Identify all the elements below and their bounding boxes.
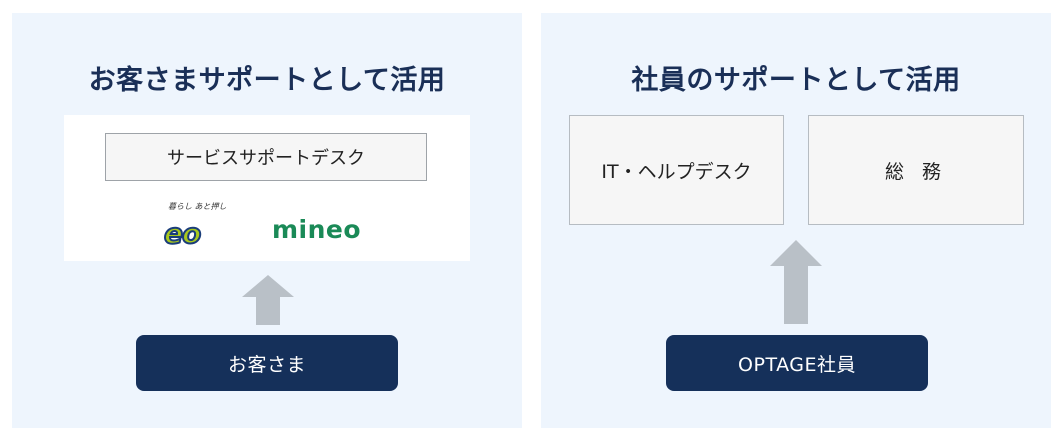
customer-support-panel: お客さまサポートとして活用 サービスサポートデスク 暮らし あと押し eo mi…	[12, 13, 522, 428]
service-logos-box: サービスサポートデスク 暮らし あと押し eo mineo	[64, 115, 470, 261]
employee-support-panel: 社員のサポートとして活用 IT・ヘルプデスク 総 務 OPTAGE社員	[541, 13, 1051, 428]
customer-button[interactable]: お客さま	[136, 335, 398, 391]
eo-logo: 暮らし あと押し eo	[163, 201, 242, 251]
eo-logo-tagline: 暮らし あと押し	[168, 202, 227, 211]
general-affairs-box: 総 務	[808, 115, 1024, 225]
up-arrow-icon	[242, 275, 294, 325]
eo-logo-mark: eo	[163, 216, 202, 251]
mineo-logo-text: mineo	[272, 215, 362, 244]
it-helpdesk-box: IT・ヘルプデスク	[569, 115, 784, 225]
mineo-logo: mineo	[272, 215, 361, 244]
service-support-desk-box: サービスサポートデスク	[105, 133, 427, 181]
up-arrow-icon	[770, 240, 822, 324]
customer-support-title: お客さまサポートとして活用	[88, 65, 446, 96]
employee-button[interactable]: OPTAGE社員	[666, 335, 928, 391]
employee-support-title: 社員のサポートとして活用	[631, 65, 961, 96]
